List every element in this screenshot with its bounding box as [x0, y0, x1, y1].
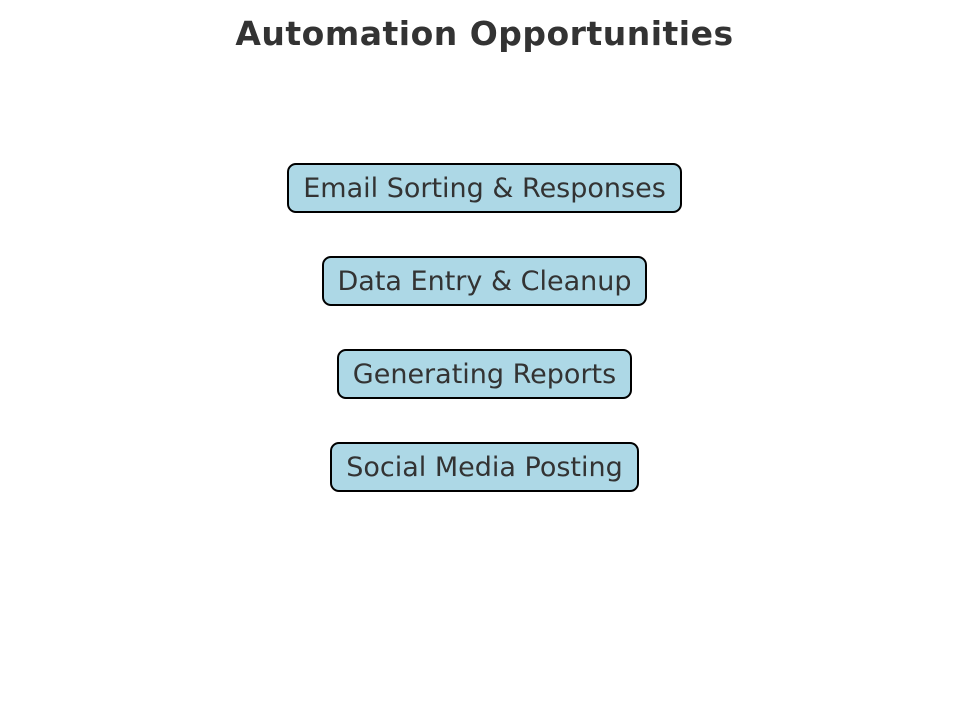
box-label: Generating Reports	[352, 358, 617, 390]
box-column: Email Sorting & Responses Data Entry & C…	[0, 163, 969, 492]
box-label: Social Media Posting	[346, 451, 623, 483]
box-generating-reports: Generating Reports	[336, 349, 633, 399]
page-title: Automation Opportunities	[235, 14, 734, 53]
box-data-entry-cleanup: Data Entry & Cleanup	[321, 256, 648, 306]
box-email-sorting-responses: Email Sorting & Responses	[287, 163, 682, 213]
box-label: Email Sorting & Responses	[303, 172, 666, 204]
box-social-media-posting: Social Media Posting	[330, 442, 639, 492]
box-label: Data Entry & Cleanup	[337, 265, 632, 297]
